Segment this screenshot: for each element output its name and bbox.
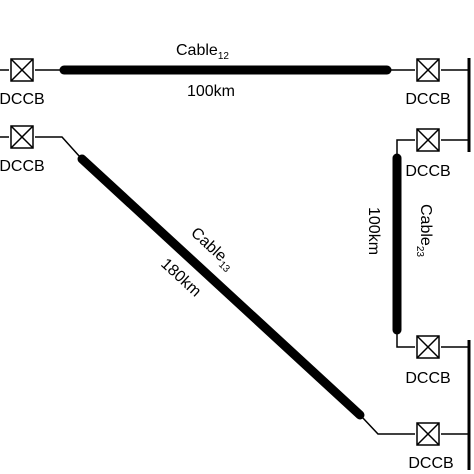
dccb-label: DCCB	[405, 91, 450, 108]
cable-23-label: Cable23	[414, 204, 434, 257]
cable-23-name: Cable	[417, 204, 434, 246]
dccb-label: DCCB	[408, 455, 453, 472]
cable-23-length: 100km	[365, 207, 382, 255]
breaker-icon	[416, 335, 440, 359]
cable-12-label: Cable12	[176, 42, 229, 62]
cable-12-index: 12	[218, 51, 230, 62]
cable-23-index: 23	[414, 246, 425, 258]
cable-12-name: Cable	[176, 42, 218, 59]
breaker-icon	[10, 125, 34, 149]
dccb-label: DCCB	[0, 158, 45, 175]
dccb-label: DCCB	[405, 370, 450, 387]
breaker-icon	[416, 58, 440, 82]
cable-13-label: Cable13	[185, 224, 238, 275]
dccb-label: DCCB	[405, 163, 450, 180]
breaker-icon	[416, 422, 440, 446]
breaker-icon	[416, 128, 440, 152]
breaker-icon	[10, 58, 34, 82]
dccb-label: DCCB	[0, 91, 45, 108]
cable-23-line	[392, 139, 469, 348]
cable-13-line	[0, 136, 469, 435]
cable-13-conductor	[77, 154, 365, 420]
cable-12-length: 100km	[187, 83, 235, 100]
